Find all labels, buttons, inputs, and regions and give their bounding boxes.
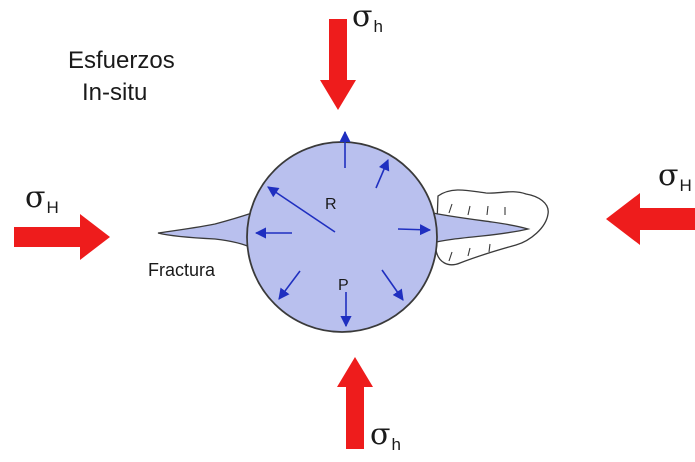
radius-label: R xyxy=(325,197,337,213)
stress-arrow-top xyxy=(320,19,356,110)
stress-arrow-right xyxy=(606,193,695,245)
sigma-symbol: σ xyxy=(352,0,372,34)
stress-subscript: H xyxy=(46,198,58,217)
sigma-symbol: σ xyxy=(370,417,390,452)
stress-label-left: σH xyxy=(25,183,59,216)
fracture-wing-left xyxy=(158,213,252,248)
stress-arrow-bottom xyxy=(337,357,373,449)
stress-label-top: σh xyxy=(352,2,383,35)
pressure-arrow-e xyxy=(398,229,430,230)
fracture-label: Fractura xyxy=(148,261,215,279)
wellbore-circle xyxy=(247,142,437,332)
sigma-symbol: σ xyxy=(25,180,45,215)
diagram-title-line1: Esfuerzos xyxy=(68,49,175,73)
stress-label-bottom: σh xyxy=(370,420,401,453)
stress-subscript: h xyxy=(373,17,382,36)
stress-arrow-left xyxy=(14,214,110,260)
stress-subscript: H xyxy=(679,176,691,194)
sigma-symbol: σ xyxy=(658,161,678,193)
pressure-label: P xyxy=(338,278,349,294)
stress-label-right: σH xyxy=(658,161,695,194)
diagram-title-line2: In-situ xyxy=(82,81,147,105)
stress-subscript: h xyxy=(391,435,400,454)
